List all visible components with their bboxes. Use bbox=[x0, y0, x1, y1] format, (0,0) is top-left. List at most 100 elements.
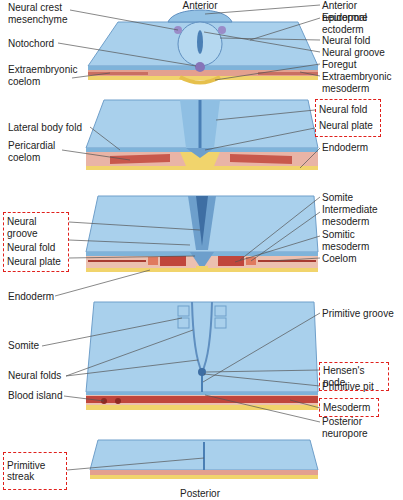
pericardial-coelom bbox=[110, 154, 170, 164]
mesoderm-layer bbox=[86, 396, 318, 403]
structure-label: Pericardial coelom bbox=[8, 140, 63, 163]
ectoderm-surface bbox=[88, 22, 318, 66]
leader-line bbox=[70, 10, 178, 30]
somite bbox=[178, 318, 189, 328]
highlight-box: Mesoderm bbox=[319, 398, 379, 417]
highlighted-label: Hensen's node bbox=[323, 365, 385, 388]
ectoderm-surface bbox=[86, 302, 318, 392]
panel-2 bbox=[86, 100, 318, 170]
leader-line bbox=[290, 400, 320, 408]
structure-label: Epidermal ectoderm bbox=[322, 12, 392, 35]
leader-line bbox=[235, 236, 320, 262]
leader-line bbox=[72, 73, 110, 78]
leader-line bbox=[300, 72, 320, 76]
highlighted-label: Neural fold bbox=[319, 104, 377, 116]
structure-label: Primitive groove bbox=[322, 308, 402, 320]
leader-line bbox=[270, 258, 320, 261]
leader-line bbox=[250, 18, 320, 40]
neural-lumen bbox=[197, 30, 203, 54]
highlighted-label: Mesoderm bbox=[323, 402, 375, 414]
structure-label: Somitic mesoderm bbox=[322, 229, 382, 252]
anterior-neuropore bbox=[168, 10, 232, 22]
leader-line bbox=[240, 197, 320, 260]
endoderm-layer bbox=[88, 76, 318, 80]
leader-line bbox=[58, 43, 196, 66]
structure-label: Notochord bbox=[8, 38, 80, 50]
primitive-streak bbox=[203, 442, 205, 470]
ectoderm-surface bbox=[86, 196, 318, 252]
structure-label: Neural crest mesenchyme bbox=[8, 2, 80, 25]
neural-fold-ridge bbox=[180, 100, 220, 148]
ectoderm-surface bbox=[86, 100, 318, 148]
structure-label: Neural fold bbox=[322, 35, 402, 47]
structure-label: Neural groove bbox=[322, 47, 402, 59]
foregut bbox=[180, 77, 220, 83]
somite bbox=[178, 306, 189, 316]
structure-label: Endoderm bbox=[322, 142, 402, 154]
leader-line bbox=[66, 330, 193, 376]
leader-lines bbox=[42, 5, 320, 470]
highlight-box: Neural grooveNeural foldNeural plate bbox=[3, 212, 69, 272]
highlighted-label: Neural plate bbox=[319, 120, 377, 132]
leader-line bbox=[203, 313, 320, 382]
section-face bbox=[86, 392, 318, 410]
panel-3 bbox=[86, 196, 318, 272]
highlighted-label: Neural groove bbox=[7, 216, 65, 239]
leader-line bbox=[205, 128, 315, 150]
highlight-box: Hensen's node bbox=[319, 362, 389, 391]
structure-label: Coelom bbox=[322, 253, 402, 265]
neural-fold bbox=[192, 302, 202, 372]
structure-label: Endoderm bbox=[8, 291, 80, 303]
leader-line bbox=[69, 222, 200, 230]
structure-label: Posterior neuropore bbox=[322, 416, 392, 439]
ectoderm-surface bbox=[90, 440, 318, 470]
structure-label: Posterior bbox=[150, 488, 250, 500]
structure-label: Lateral body fold bbox=[8, 122, 90, 134]
blood-island bbox=[115, 398, 121, 404]
neural-crest bbox=[218, 26, 226, 34]
leader-line bbox=[204, 32, 320, 52]
structure-label: Extraembryonic coelom bbox=[8, 64, 78, 87]
structure-label: Intermediate mesoderm bbox=[322, 204, 400, 227]
notochord bbox=[195, 62, 205, 72]
leader-line bbox=[216, 110, 315, 120]
somite bbox=[160, 256, 186, 266]
intermediate-mesoderm bbox=[148, 257, 158, 265]
leader-line bbox=[300, 148, 320, 168]
structure-label: Somite bbox=[322, 192, 402, 204]
leader-line bbox=[206, 370, 320, 372]
endoderm-layer bbox=[86, 166, 318, 170]
structure-label: Extraembryonic mesoderm bbox=[322, 71, 402, 94]
panel-5 bbox=[90, 440, 318, 479]
somite bbox=[215, 306, 226, 316]
leader-line bbox=[215, 64, 320, 80]
leader-line bbox=[67, 458, 204, 470]
highlighted-label: Neural plate bbox=[7, 256, 65, 268]
section-face bbox=[86, 252, 318, 272]
coelom bbox=[88, 260, 146, 262]
leader-line bbox=[69, 256, 195, 258]
highlighted-label: Primitive streak bbox=[7, 460, 63, 483]
endoderm-layer bbox=[86, 268, 318, 272]
neural-groove bbox=[196, 196, 208, 246]
neural-fold bbox=[188, 196, 216, 250]
pericardial-coelom bbox=[230, 154, 292, 164]
somite bbox=[218, 256, 244, 266]
leader-line bbox=[90, 127, 120, 150]
structure-label: Foregut bbox=[322, 59, 402, 71]
leader-line bbox=[66, 360, 198, 376]
highlight-box: Neural foldNeural plate bbox=[315, 99, 381, 137]
leader-line bbox=[55, 270, 150, 296]
leader-line bbox=[204, 374, 320, 386]
leader-line bbox=[64, 396, 104, 401]
panel-1 bbox=[88, 10, 318, 83]
leader-line bbox=[62, 150, 130, 160]
endoderm-layer bbox=[86, 405, 318, 410]
neural-groove bbox=[199, 100, 202, 148]
highlighted-label: Neural fold bbox=[7, 242, 65, 254]
leader-line bbox=[69, 240, 190, 245]
structure-label: Somite bbox=[8, 340, 68, 352]
neural-plate bbox=[190, 252, 214, 270]
